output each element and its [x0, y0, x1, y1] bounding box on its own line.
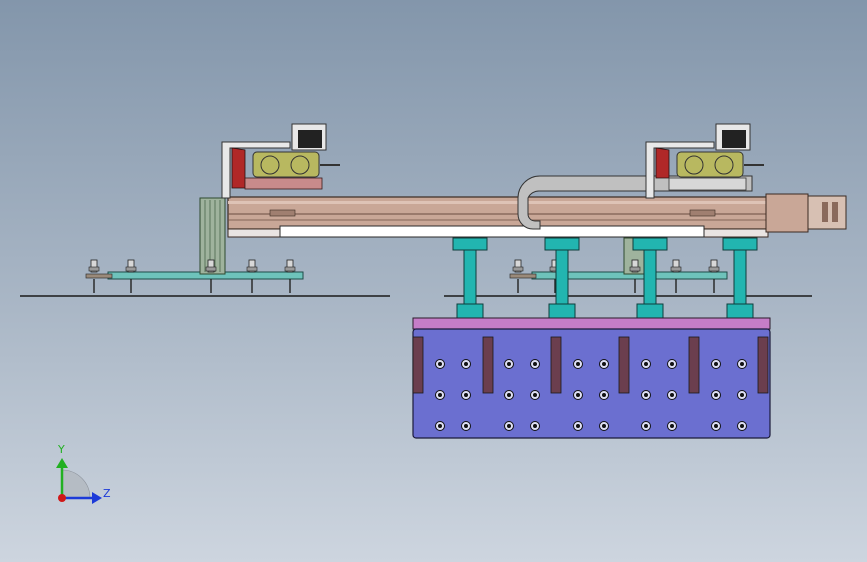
support-column [544, 237, 580, 319]
mounting-hole [711, 390, 721, 400]
support-column [452, 237, 488, 319]
z-axis-arrowhead [92, 492, 102, 504]
mounting-hole [435, 390, 445, 400]
mounting-hole [667, 421, 677, 431]
fixture-clamp [482, 336, 494, 394]
mounting-hole [530, 359, 540, 369]
left-conveyor-assembly[interactable] [85, 197, 304, 293]
mounting-hole [461, 421, 471, 431]
z-axis-label: Z [103, 487, 111, 500]
fixture-clamp [688, 336, 700, 394]
locating-pin [205, 259, 217, 293]
fixture-holes [435, 359, 747, 431]
mounting-hole [641, 390, 651, 400]
mounting-hole [461, 359, 471, 369]
locating-pin [512, 259, 524, 293]
fixture-clamps [412, 336, 769, 394]
mounting-hole [573, 359, 583, 369]
mounting-hole [737, 390, 747, 400]
mounting-hole [737, 359, 747, 369]
mounting-hole [435, 421, 445, 431]
mounting-hole [737, 421, 747, 431]
mounting-hole [599, 421, 609, 431]
y-axis-label: Y [58, 443, 65, 456]
fixture-pins-right [512, 259, 720, 293]
support-column [722, 237, 758, 319]
fixture-base-plate[interactable] [412, 317, 771, 439]
y-axis-arrowhead [56, 458, 68, 468]
locating-pin [629, 259, 641, 293]
mounting-hole [504, 359, 514, 369]
mounting-hole [530, 390, 540, 400]
fixture-pins-left [88, 259, 296, 293]
support-columns[interactable] [452, 237, 758, 319]
mounting-hole [641, 421, 651, 431]
mounting-hole [599, 390, 609, 400]
fixture-clamp [757, 336, 769, 394]
locating-pin [125, 259, 137, 293]
coordinate-triad [56, 458, 102, 504]
locating-pin [88, 259, 100, 293]
mounting-hole [711, 359, 721, 369]
mounting-hole [504, 421, 514, 431]
fixture-clamp [618, 336, 630, 394]
fixture-clamp [550, 336, 562, 394]
mounting-hole [530, 421, 540, 431]
left-carriage[interactable] [221, 123, 340, 199]
mounting-hole [461, 390, 471, 400]
right-carriage[interactable] [645, 123, 764, 199]
mounting-hole [711, 421, 721, 431]
locating-pin [284, 259, 296, 293]
x-axis-origin [58, 494, 66, 502]
mounting-hole [667, 390, 677, 400]
locating-pin [246, 259, 258, 293]
mounting-hole [599, 359, 609, 369]
mounting-hole [573, 421, 583, 431]
mounting-hole [573, 390, 583, 400]
support-column [632, 237, 668, 319]
mounting-hole [667, 359, 677, 369]
rail-drive-motor[interactable] [765, 193, 847, 233]
mounting-hole [435, 359, 445, 369]
linear-rail-beam[interactable] [227, 196, 769, 238]
mounting-hole [641, 359, 651, 369]
right-conveyor-assembly[interactable] [509, 237, 728, 293]
locating-pin [708, 259, 720, 293]
mounting-hole [504, 390, 514, 400]
locating-pin [670, 259, 682, 293]
fixture-clamp [412, 336, 424, 394]
